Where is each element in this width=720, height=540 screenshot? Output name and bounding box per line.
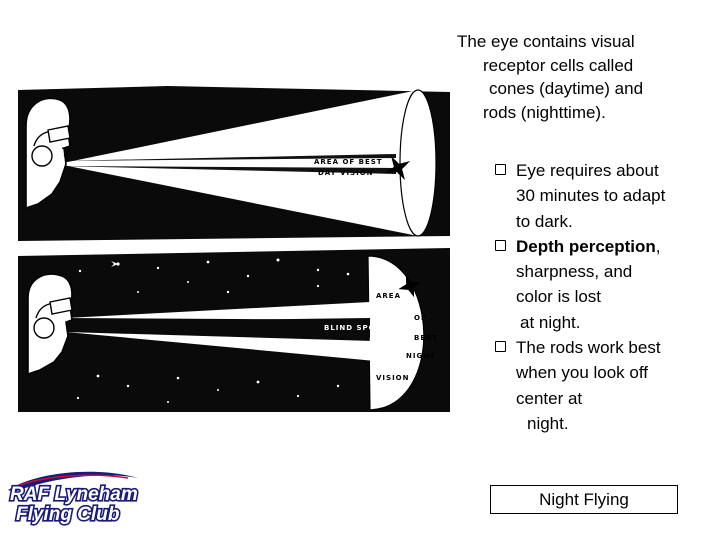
intro-line: rods (nighttime).: [483, 102, 606, 122]
bullet-line: Depth perception,: [516, 234, 717, 259]
bullet-list: Eye requires about 30 minutes to adapt t…: [495, 158, 717, 436]
night-vision-disc: [367, 255, 425, 411]
bullet-line: when you look off: [516, 363, 648, 383]
night-pilot-head-icon: [27, 273, 73, 376]
bullet-line: The rods work best: [516, 338, 661, 358]
logo-line-2: Flying Club: [16, 504, 120, 525]
night-ray-upper: [66, 300, 408, 320]
day-ray-band: [58, 159, 396, 167]
bullet-line: 30 minutes to adapt: [516, 186, 666, 206]
bullet-line-tail: ,: [655, 236, 661, 256]
logo-swoosh-accent: [11, 474, 129, 489]
day-vision-label: DAY VISION: [318, 169, 374, 177]
blind-spot-label: BLIND SPOT: [324, 324, 381, 332]
logo-line-1: RAF Lyneham: [10, 484, 138, 505]
bullet-item-rods: The rods work best when you look off cen…: [495, 335, 717, 436]
day-aircraft-icon: [384, 155, 411, 181]
club-logo: RAF Lyneham Flying Club: [8, 471, 139, 527]
bullet-line: sharpness, and: [516, 262, 633, 282]
day-ray-lower: [58, 166, 396, 174]
night-stars: [76, 258, 350, 403]
intro-line: receptor cells called: [483, 55, 634, 75]
day-vision-disc: [399, 89, 437, 237]
night-aircraft-icon: [398, 274, 422, 298]
intro-line: The eye contains visual: [457, 32, 635, 51]
checkbox-bullet-icon: [495, 341, 506, 353]
bullet-line: to dark.: [516, 211, 573, 231]
day-ray-upper: [58, 154, 396, 161]
checkbox-bullet-icon: [495, 239, 506, 251]
bullet-item-depth-perception: Depth perception, sharpness, and color i…: [495, 234, 717, 335]
bullet-line: color is lost: [516, 287, 602, 307]
checkbox-bullet-icon: [495, 164, 506, 175]
section-title-box: Night Flying: [490, 485, 678, 514]
section-title: Night Flying: [539, 489, 629, 509]
intro-paragraph: The eye contains visual receptor cells c…: [452, 30, 707, 124]
day-area-label: AREA OF BEST: [314, 158, 383, 166]
night-night-label: NIGHT: [406, 352, 436, 360]
blind-spot-band: [66, 318, 370, 338]
intro-line: cones (daytime) and: [489, 79, 644, 98]
bullet-line: Eye requires about: [516, 161, 659, 180]
night-ray-lower: [66, 332, 408, 364]
bullet-line: at night.: [520, 312, 581, 332]
eye-vision-illustration: AREA OF BEST DAY VISION: [18, 86, 450, 412]
bullet-line: night.: [527, 413, 569, 433]
night-vision-label: VISION: [376, 374, 409, 382]
night-of-label: OF: [414, 314, 427, 322]
night-area-label: AREA: [376, 292, 401, 300]
bold-term: Depth perception: [516, 236, 656, 256]
bullet-line: center at: [516, 388, 583, 408]
night-best-label: BEST: [414, 334, 438, 342]
day-pilot-head-icon: [25, 97, 72, 210]
bullet-item-adaptation: Eye requires about 30 minutes to adapt t…: [495, 158, 717, 234]
